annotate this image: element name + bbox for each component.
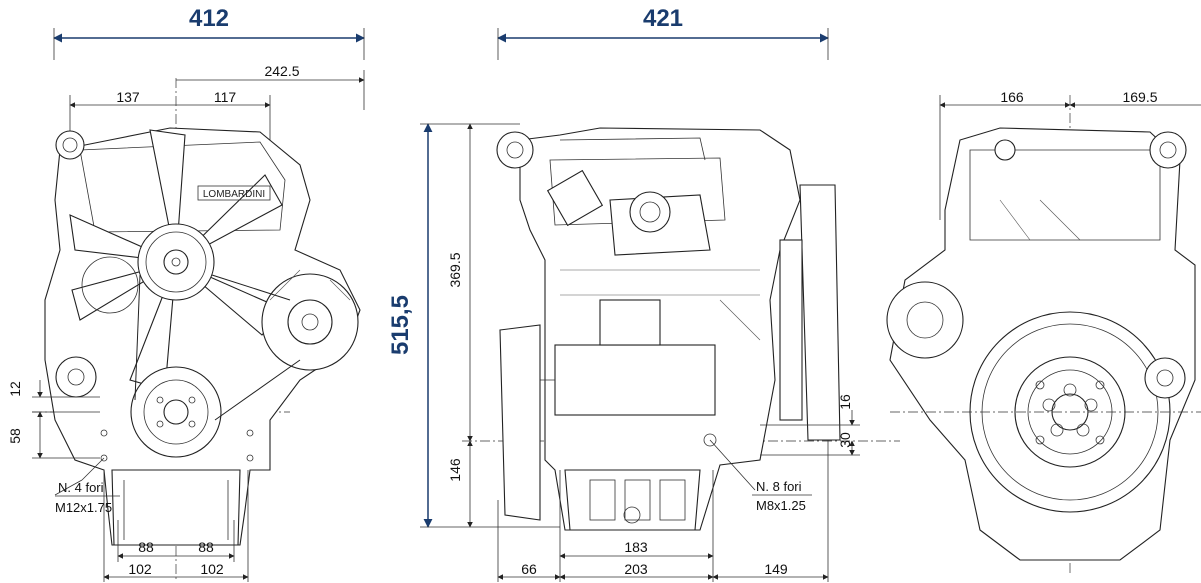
side-note-line1: N. 8 fori (756, 479, 802, 494)
lombardini-logo: LOMBARDINI (203, 189, 265, 200)
rear-left-offset: 166 (1000, 89, 1024, 105)
front-center-offset: 117 (214, 89, 237, 105)
front-lower-vertical: 58 (7, 428, 23, 444)
front-right-offset: 242.5 (264, 63, 299, 79)
fan (69, 129, 286, 391)
front-engine-body: LOMBARDINI (44, 127, 361, 546)
side-engine-body (496, 127, 841, 531)
rear-engine-body (886, 127, 1196, 561)
side-mid-width: 183 (624, 539, 648, 555)
front-view: 412 242.5 137 117 (7, 5, 365, 582)
side-right-small: 16 (837, 394, 853, 410)
side-right-mid: 30 (837, 432, 853, 448)
side-width-label: 421 (643, 5, 683, 32)
side-upper-height: 369.5 (447, 252, 463, 287)
side-bottom-left: 66 (521, 561, 537, 577)
side-bottom-right: 149 (764, 561, 788, 577)
front-bottom-left-outer: 102 (128, 561, 152, 577)
front-note-line2: M12x1.75 (55, 500, 112, 515)
side-view: 421 515,5 369.5 146 (387, 5, 900, 582)
front-bottom-right-inner: 88 (198, 539, 214, 555)
front-bottom-left-inner: 88 (138, 539, 154, 555)
rear-right-offset: 169.5 (1122, 89, 1157, 105)
front-bottom-right-outer: 102 (200, 561, 224, 577)
side-lower-height: 146 (447, 458, 463, 482)
front-upper-vertical: 12 (7, 381, 23, 397)
rear-view: 166 169.5 (886, 89, 1201, 575)
front-note-line1: N. 4 fori (58, 480, 104, 495)
side-height-label: 515,5 (387, 295, 414, 355)
side-bottom-center: 203 (624, 561, 648, 577)
front-width-label: 412 (189, 5, 229, 32)
side-note-line2: M8x1.25 (756, 498, 806, 513)
front-width-dimension: 412 (53, 5, 365, 60)
front-left-offset: 137 (116, 89, 140, 105)
